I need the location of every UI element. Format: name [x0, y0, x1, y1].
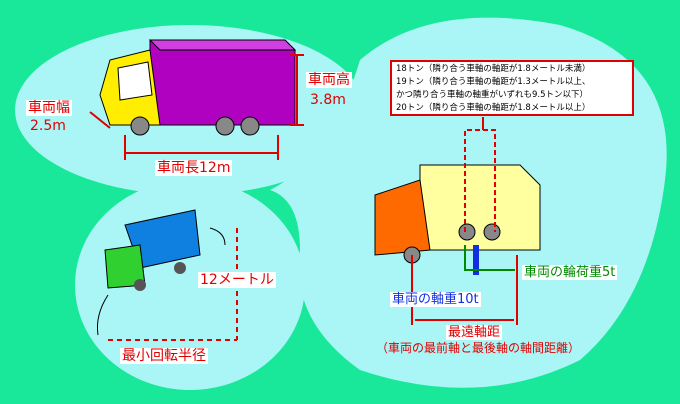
vehicle-length-label: 車両長12m — [155, 160, 233, 176]
wheel-weight-label: 車両の輪荷重5t — [522, 265, 618, 280]
vehicle-width-value: 2.5m — [30, 118, 66, 134]
turning-radius-label: 最小回転半径 — [120, 348, 208, 364]
axle-truck-illustration — [374, 164, 541, 264]
note-line: 19トン（隣り合う車軸の軸距が1.3メートル以上、 — [396, 77, 591, 87]
axle-lines — [411, 117, 518, 325]
turn-arrow — [97, 294, 109, 336]
note-line: 20トン（隣り合う車軸の軸距が1.8メートル以上） — [396, 103, 591, 113]
wheelbase-label: 最遠軸距 — [446, 325, 503, 340]
turn-arrow — [209, 227, 226, 246]
wheelbase-description: （車両の最前軸と最後軸の軸間距離） — [376, 341, 581, 355]
axle-weight-arrow — [473, 245, 479, 275]
vehicle-width-label: 車両幅 — [26, 100, 72, 116]
dimension-lines — [89, 54, 304, 160]
truck-dimensions-illustration — [99, 39, 297, 136]
turning-radius-value: 12メートル — [198, 272, 276, 288]
note-line: 18トン（隣り合う車軸の軸距が1.8メートル未満） — [396, 64, 591, 74]
vehicle-height-value: 3.8m — [310, 92, 346, 108]
wheel-weight-arrow — [464, 245, 515, 271]
note-line: かつ隣り合う車軸の軸重がいずれも9.5トン以下） — [396, 90, 589, 100]
small-truck-illustration — [104, 209, 201, 291]
weight-limit-note: 18トン（隣り合う車軸の軸距が1.8メートル未満） 19トン（隣り合う車軸の軸距… — [390, 60, 634, 116]
vehicle-height-label: 車両高 — [306, 72, 352, 88]
axle-weight-label: 車両の軸重10t — [390, 292, 481, 307]
